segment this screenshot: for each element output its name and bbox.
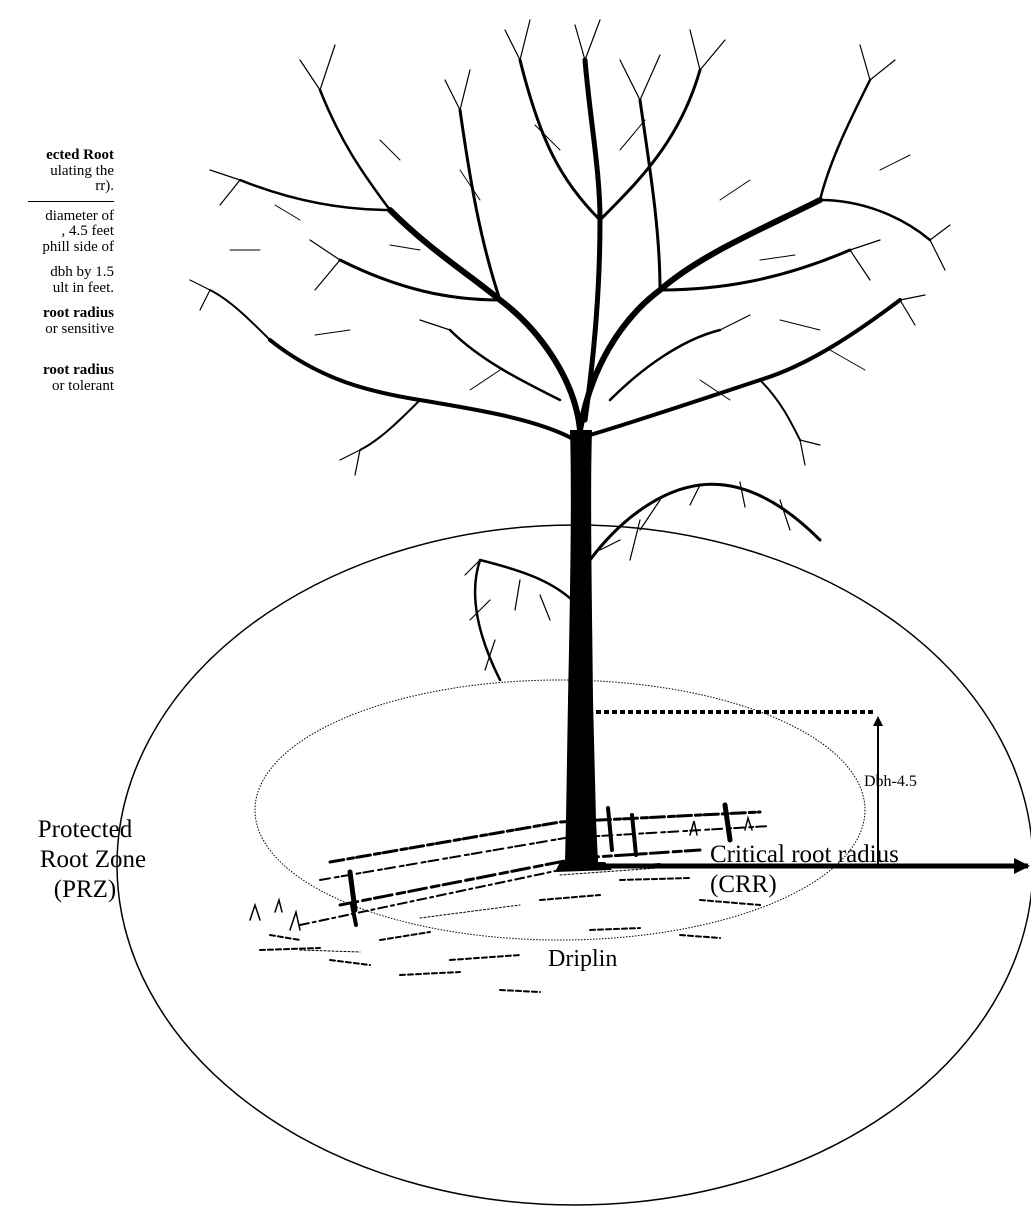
- dripline-label: Driplin: [548, 946, 618, 972]
- separator-line: [28, 200, 114, 202]
- crr-label-line: (CRR): [710, 871, 777, 898]
- protected-root-zone-label: Protected Root Zone (PRZ): [10, 815, 160, 905]
- instruction-line: or tolerant: [51, 377, 114, 394]
- tree-crown: [189, 19, 951, 682]
- instruction-line: root radius: [43, 305, 114, 321]
- instruction-line: diameter of: [45, 207, 114, 224]
- prz-label-line: Protected: [37, 816, 133, 843]
- crr-label-line: Critical root radius: [710, 841, 899, 868]
- instruction-line: phill side of: [42, 238, 114, 255]
- instruction-line: rr).: [95, 178, 114, 194]
- dbh-label: Dbh-4.5: [864, 773, 917, 790]
- instruction-line: ulating the: [50, 162, 114, 179]
- dripline-ellipse: [254, 679, 866, 941]
- instruction-line: or sensitive: [45, 320, 114, 337]
- instruction-line: dbh by 1.5: [50, 264, 114, 280]
- instruction-line: ected Root: [46, 147, 114, 163]
- prz-label-line: Root Zone: [39, 846, 147, 873]
- prz-label-line: (PRZ): [53, 876, 117, 903]
- instruction-line: , 4.5 feet: [61, 223, 114, 239]
- instruction-line: ult in feet.: [52, 279, 114, 296]
- ground-sketch: [249, 802, 771, 993]
- tree-trunk: [565, 430, 598, 862]
- instruction-line: root radius: [43, 362, 114, 378]
- instruction-text: ected Root ulating the rr). diameter of …: [0, 147, 114, 394]
- critical-root-radius-label: Critical root radius (CRR): [710, 840, 899, 900]
